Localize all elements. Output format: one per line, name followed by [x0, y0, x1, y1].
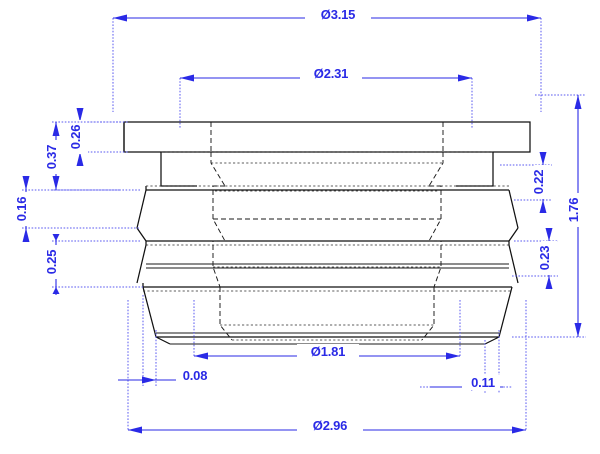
label-bg-181: [297, 344, 359, 360]
dimension-width-0-08: 0.08: [118, 295, 214, 386]
bottom-skirt-left: [142, 283, 171, 345]
bottom-skirt-right: [484, 286, 513, 345]
arrow-bot-025: [52, 287, 60, 294]
dimension-height-0-23: 0.23: [512, 228, 558, 289]
arrow-top-016: [22, 176, 30, 190]
dimension-width-0-11: 0.11: [420, 330, 512, 393]
dimension-label-diameter-3-15: Ø3.15: [321, 7, 355, 22]
label-bg-296: [297, 418, 363, 434]
dimension-label-height-0-37: 0.37: [44, 145, 59, 170]
dimension-diameter-2-31: Ø2.31: [179, 66, 473, 128]
hidden-lower-cone-left: [212, 240, 225, 288]
arrow-bot-022: [539, 200, 547, 213]
arrow-left-315: [113, 14, 127, 22]
dimension-height-0-16: 0.16: [14, 176, 140, 242]
dimension-label-height-0-26: 0.26: [68, 125, 83, 150]
arrow-right-231: [458, 74, 472, 82]
dimension-label-height-1-76: 1.76: [566, 198, 581, 223]
upper-body-right-taper: [456, 152, 494, 187]
arrow-top-026: [76, 108, 84, 122]
label-bg-008: [176, 368, 214, 383]
arrow-left-296: [128, 426, 142, 434]
arrow-top-025: [52, 234, 60, 241]
dimension-label-width-0-08: 0.08: [183, 368, 208, 383]
label-bg-022: [535, 165, 551, 199]
third-tier-left: [136, 227, 147, 284]
dimension-label-diameter-2-31: Ø2.31: [314, 66, 348, 81]
arrow-left-231: [180, 74, 194, 82]
label-bg-176: [570, 193, 586, 227]
second-tier-right: [508, 189, 519, 229]
arrow-bot-016: [22, 228, 30, 242]
arrow-bot-023: [545, 276, 553, 289]
dimension-label-height-0-22: 0.22: [531, 170, 546, 195]
hidden-lower-cone-right: [429, 240, 442, 288]
dimension-label-width-0-11: 0.11: [471, 375, 495, 390]
hidden-skirt-left: [219, 287, 233, 341]
arrow-right-296: [512, 426, 526, 434]
label-bg-016: [18, 192, 34, 226]
label-bg-025: [48, 245, 64, 279]
label-bg-023: [541, 241, 557, 275]
second-tier-left: [136, 186, 147, 229]
dimension-height-0-26: 0.26: [68, 108, 128, 166]
label-bg-315: [305, 7, 371, 23]
arrow-bot-176: [574, 323, 582, 337]
hidden-mid-cone-right: [428, 185, 442, 242]
part-geometry: [123, 121, 531, 345]
label-bg-231: [300, 66, 362, 82]
hidden-skirt-right: [421, 287, 435, 341]
arrow-right-181: [446, 352, 460, 360]
upper-body-left-taper: [160, 152, 197, 187]
arrow-right-315: [527, 14, 541, 22]
arrow-bot-037: [52, 176, 60, 190]
dimension-label-height-0-23: 0.23: [537, 246, 552, 271]
arrow-top-023: [545, 228, 553, 241]
arrow-008: [142, 376, 156, 384]
label-bg-026: [72, 120, 88, 154]
dimension-label-diameter-1-81: Ø1.81: [311, 344, 345, 359]
label-bg-037: [48, 140, 64, 174]
dimension-height-0-37: 0.37: [44, 121, 140, 191]
hidden-mid-cone-left: [212, 185, 226, 242]
flange-outline: [123, 121, 531, 153]
dimension-diameter-2-96: Ø2.96: [127, 300, 527, 434]
arrow-bot-026: [76, 152, 84, 166]
arrow-top-022: [539, 152, 547, 165]
label-bg-011: [462, 375, 500, 390]
hidden-upper-cone-right: [428, 152, 444, 187]
dimension-label-height-0-16: 0.16: [14, 197, 29, 222]
arrow-left-181: [194, 352, 208, 360]
dimension-diameter-3-15: Ø3.15: [112, 7, 542, 112]
hidden-upper-cone-left: [210, 152, 226, 187]
dimension-label-height-0-25: 0.25: [44, 250, 59, 275]
dimension-label-diameter-2-96: Ø2.96: [313, 418, 347, 433]
dimension-diameter-1-81: Ø1.81: [193, 300, 461, 360]
third-tier-right: [508, 227, 519, 284]
arrow-top-037: [52, 122, 60, 136]
arrow-top-176: [574, 95, 582, 109]
dimension-height-0-22: 0.22: [500, 152, 552, 213]
dimension-height-1-76: 1.76: [512, 94, 586, 338]
dimension-height-0-25: 0.25: [44, 234, 143, 295]
